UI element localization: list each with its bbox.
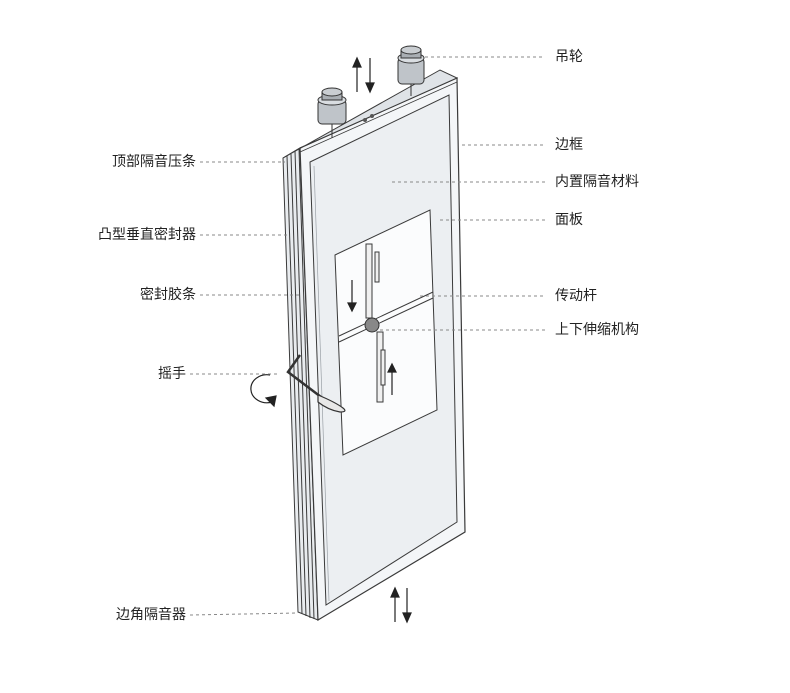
drive-rod (338, 291, 434, 343)
rail-screw-2 (370, 114, 374, 118)
label-panel: 面板 (555, 212, 583, 228)
label-drive-rod: 传动杆 (555, 288, 597, 304)
arrow-up-icon (387, 362, 397, 395)
top-up-down-arrows-icon (352, 56, 375, 94)
upper-vertical-rod (365, 243, 380, 319)
hanging-wheel-left (317, 87, 347, 138)
label-telescopic-mechanism: 上下伸缩机构 (555, 322, 639, 338)
cutaway-window (334, 209, 438, 456)
lower-vertical-rod (376, 331, 386, 403)
hanging-wheel-right (397, 45, 425, 96)
leader-lines-right (380, 56, 545, 331)
label-frame: 边框 (555, 137, 583, 153)
crank-handle (286, 354, 346, 413)
label-handle: 摇手 (158, 366, 186, 382)
label-vertical-sealer: 凸型垂直密封器 (98, 227, 196, 243)
rail-screw-1 (363, 118, 367, 122)
bottom-up-down-arrows-icon (390, 586, 412, 624)
label-hanging-wheel: 吊轮 (555, 49, 583, 65)
arrow-down-icon (347, 280, 357, 313)
label-corner-isolator: 边角隔音器 (116, 607, 186, 623)
leader-lines-left (189, 161, 300, 616)
rotation-arrow-icon (250, 374, 277, 408)
telescopic-hub (364, 317, 380, 333)
label-inner-material: 内置隔音材料 (555, 174, 639, 190)
top-rail (282, 69, 459, 159)
label-top-seal: 顶部隔音压条 (112, 154, 196, 170)
label-seal-strip: 密封胶条 (140, 287, 196, 303)
